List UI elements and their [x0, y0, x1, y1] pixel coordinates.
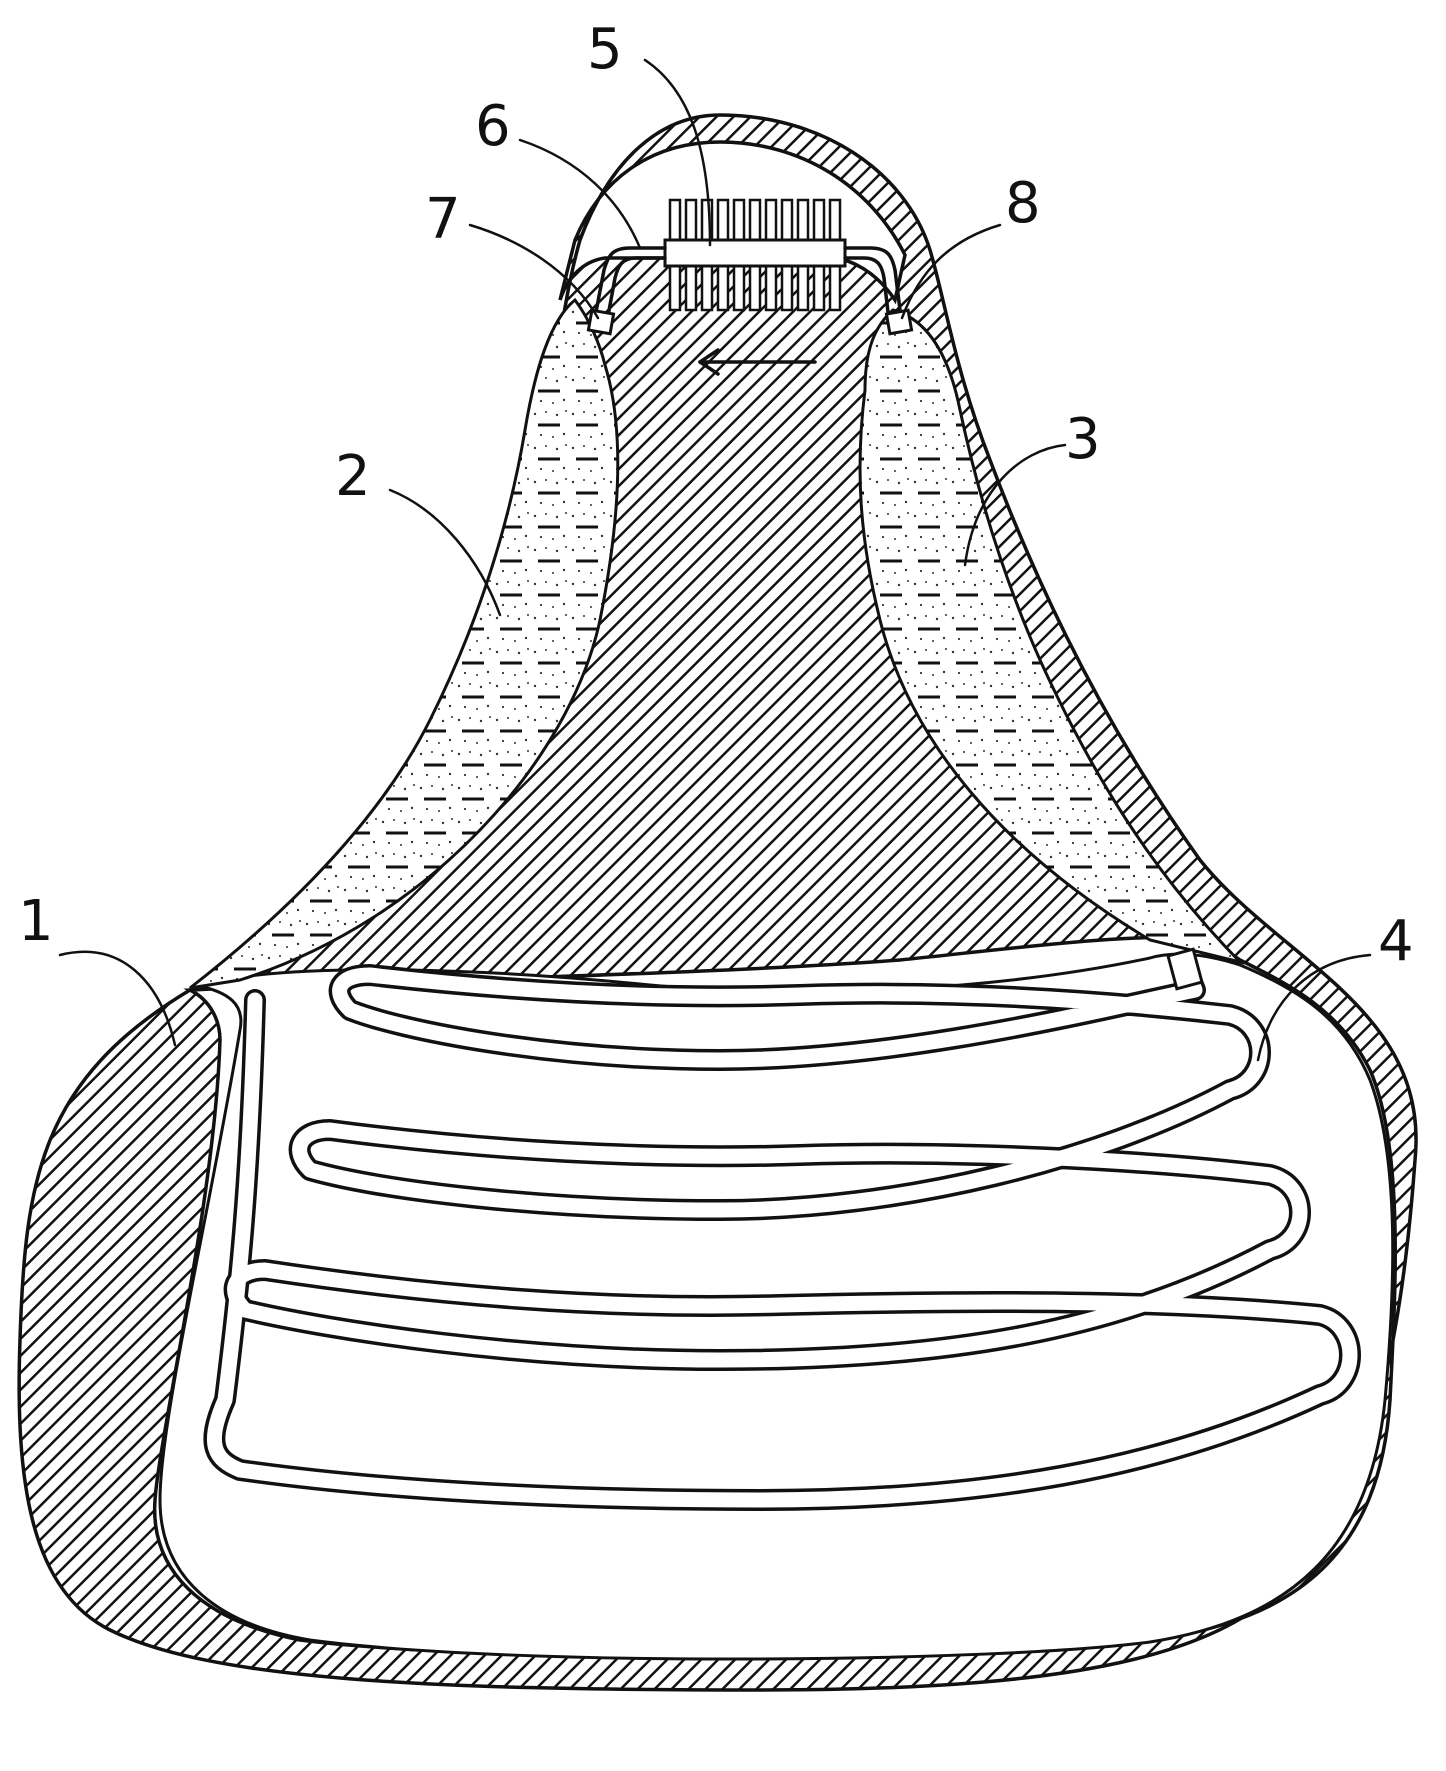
connecting-pipe-left	[594, 246, 667, 314]
label-2: 2	[335, 444, 371, 509]
flow-arrow-icon	[698, 348, 817, 376]
label-6: 6	[475, 94, 511, 159]
fin-core-block	[663, 238, 847, 268]
label-4: 4	[1378, 909, 1414, 974]
connecting-pipe-right-2	[843, 256, 890, 314]
leader-line-6	[518, 138, 642, 250]
connecting-pipe-right	[843, 246, 902, 312]
label-7: 7	[425, 187, 461, 252]
leader-line-3	[963, 443, 1067, 567]
valve-left	[586, 308, 616, 336]
leader-line-1	[58, 950, 177, 1047]
leader-line-7	[468, 223, 600, 320]
label-8: 8	[1005, 171, 1041, 236]
cooling-tube-inner	[206, 957, 1358, 1508]
valve-right	[884, 308, 914, 336]
label-5: 5	[587, 17, 623, 82]
leader-line-5	[643, 58, 712, 247]
leader-line-2	[388, 488, 502, 617]
leader-line-8	[900, 223, 1002, 320]
label-1: 1	[18, 889, 54, 954]
leader-line-4	[1256, 953, 1372, 1062]
connecting-pipe-left-2	[606, 256, 667, 318]
label-3: 3	[1065, 407, 1101, 472]
right-fluid-chamber	[858, 308, 1245, 965]
left-fluid-chamber	[189, 297, 620, 990]
tube-connector	[1166, 947, 1204, 991]
